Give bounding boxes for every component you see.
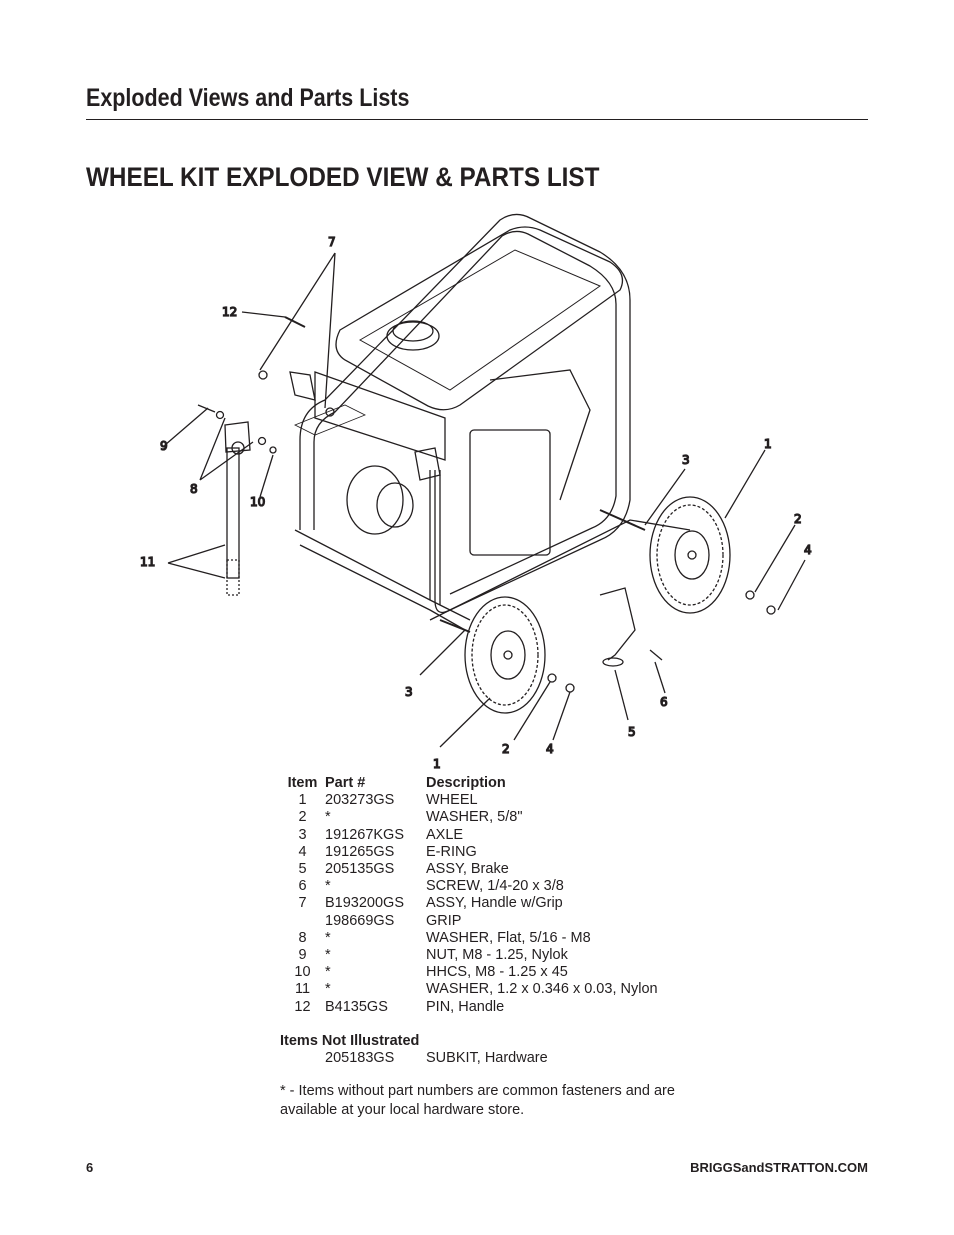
cell-item: 10 — [294, 964, 311, 981]
cell-item: 1 — [298, 792, 307, 809]
cell-item: 9 — [298, 947, 307, 964]
cell-part: B193200GS — [325, 895, 405, 912]
table-row: 8 * WASHER, Flat, 5/16 - M8 — [280, 930, 658, 947]
cell-desc: ASSY, Brake — [426, 861, 509, 878]
not-illustrated-desc: SUBKIT, Hardware — [426, 1050, 548, 1067]
not-illustrated-part: 205183GS — [325, 1050, 395, 1067]
table-row: 198669GS GRIP — [280, 913, 658, 930]
table-row: 7 B193200GS ASSY, Handle w/Grip — [280, 895, 658, 912]
cell-part: * — [325, 929, 331, 946]
cell-part: * — [325, 964, 331, 981]
cell-part: 198669GS — [325, 912, 395, 929]
cell-item: 8 — [298, 929, 307, 946]
callout-3-front: 3 — [405, 685, 413, 699]
callout-6: 6 — [660, 695, 668, 709]
cell-item — [280, 913, 325, 930]
table-row: 9 * NUT, M8 - 1.25, Nylok — [280, 947, 658, 964]
page-title: WHEEL KIT EXPLODED VIEW & PARTS LIST — [86, 162, 600, 192]
cell-desc: WHEEL — [426, 792, 478, 809]
not-illustrated-row: 205183GS SUBKIT, Hardware — [280, 1050, 700, 1067]
callout-12: 12 — [222, 305, 237, 319]
callout-5: 5 — [628, 725, 636, 739]
section-header: Exploded Views and Parts Lists — [86, 84, 868, 120]
col-desc-header: Description — [426, 775, 506, 791]
table-row: 3 191267KGS AXLE — [280, 827, 658, 844]
callout-4-front: 4 — [546, 742, 554, 756]
parts-list: Item Part # Description 1 203273GS WHEEL 2 *… — [280, 775, 700, 1120]
parts-table-body: 1 203273GS WHEEL 2 * WASHER, 5/8" 3 191267KGS AX… — [280, 792, 658, 1016]
cell-part: 203273GS — [325, 792, 395, 809]
cell-item: 2 — [298, 809, 307, 826]
callout-2-right: 2 — [794, 512, 802, 526]
parts-table-header: Item Part # Description — [280, 775, 658, 792]
cell-desc: WASHER, Flat, 5/16 - M8 — [426, 929, 591, 946]
cell-desc: GRIP — [426, 912, 462, 929]
table-row: 12 B4135GS PIN, Handle — [280, 999, 658, 1016]
callout-10: 10 — [250, 495, 265, 509]
cell-desc: WASHER, 5/8" — [426, 809, 523, 826]
cell-desc: PIN, Handle — [426, 998, 505, 1015]
cell-part: * — [325, 878, 331, 895]
callout-2-front: 2 — [502, 742, 510, 756]
cell-desc: HHCS, M8 - 1.25 x 45 — [426, 964, 568, 981]
callout-7: 11 — [140, 555, 155, 569]
table-row: 10 * HHCS, M8 - 1.25 x 45 — [280, 964, 658, 981]
footnote: * - Items without part numbers are commo… — [280, 1083, 675, 1119]
page-number: 6 — [86, 1160, 94, 1175]
callout-8: 8 — [190, 482, 198, 496]
callout-1-right: 1 — [764, 437, 772, 451]
callout-3-right: 3 — [682, 453, 690, 467]
section-title: Exploded Views and Parts Lists — [86, 84, 410, 112]
cell-desc: E-RING — [426, 843, 477, 860]
table-row: 4 191265GS E-RING — [280, 844, 658, 861]
col-item-header: Item — [287, 775, 318, 791]
cell-desc: NUT, M8 - 1.25, Nylok — [426, 947, 568, 964]
cell-part: 191265GS — [325, 843, 395, 860]
callout-4-right: 4 — [804, 543, 812, 557]
cell-item: 7 — [298, 895, 307, 912]
cell-item: 5 — [298, 861, 307, 878]
cell-item: 4 — [298, 843, 307, 860]
cell-item: 11 — [294, 981, 311, 998]
parts-table: Item Part # Description 1 203273GS WHEEL 2 *… — [280, 775, 658, 1016]
not-illustrated-label: Items Not Illustrated — [280, 1032, 420, 1049]
items-not-illustrated: Items Not Illustrated 205183GS SUBKIT, H… — [280, 1033, 700, 1067]
table-row: 5 205135GS ASSY, Brake — [280, 861, 658, 878]
wheel-kit-exploded-diagram: 7 12 9 8 10 11 3 1 2 4 5 6 3 1 2 4 — [139, 213, 812, 772]
website-url: BRIGGSandSTRATTON.COM — [690, 1160, 868, 1175]
cell-part: * — [325, 981, 331, 998]
cell-desc: SCREW, 1/4-20 x 3/8 — [426, 878, 564, 895]
callout-9: 9 — [160, 439, 168, 453]
cell-desc: ASSY, Handle w/Grip — [426, 895, 563, 912]
cell-part: 205135GS — [325, 861, 395, 878]
cell-part: * — [325, 809, 331, 826]
cell-desc: WASHER, 1.2 x 0.346 x 0.03, Nylon — [426, 981, 658, 998]
cell-part: B4135GS — [325, 998, 388, 1015]
table-row: 11 * WASHER, 1.2 x 0.346 x 0.03, Nylon — [280, 981, 658, 998]
cell-item: 12 — [294, 998, 311, 1015]
table-row: 2 * WASHER, 5/8" — [280, 809, 658, 826]
cell-item: 3 — [298, 826, 307, 843]
cell-part: 191267KGS — [325, 826, 405, 843]
table-row: 1 203273GS WHEEL — [280, 792, 658, 809]
cell-part: * — [325, 947, 331, 964]
cell-desc: AXLE — [426, 826, 464, 843]
col-part-header: Part # — [325, 775, 366, 791]
table-row: 6 * SCREW, 1/4-20 x 3/8 — [280, 878, 658, 895]
callout-1-front: 1 — [433, 757, 441, 771]
callout-11: 7 — [328, 235, 336, 249]
cell-item: 6 — [298, 878, 307, 895]
